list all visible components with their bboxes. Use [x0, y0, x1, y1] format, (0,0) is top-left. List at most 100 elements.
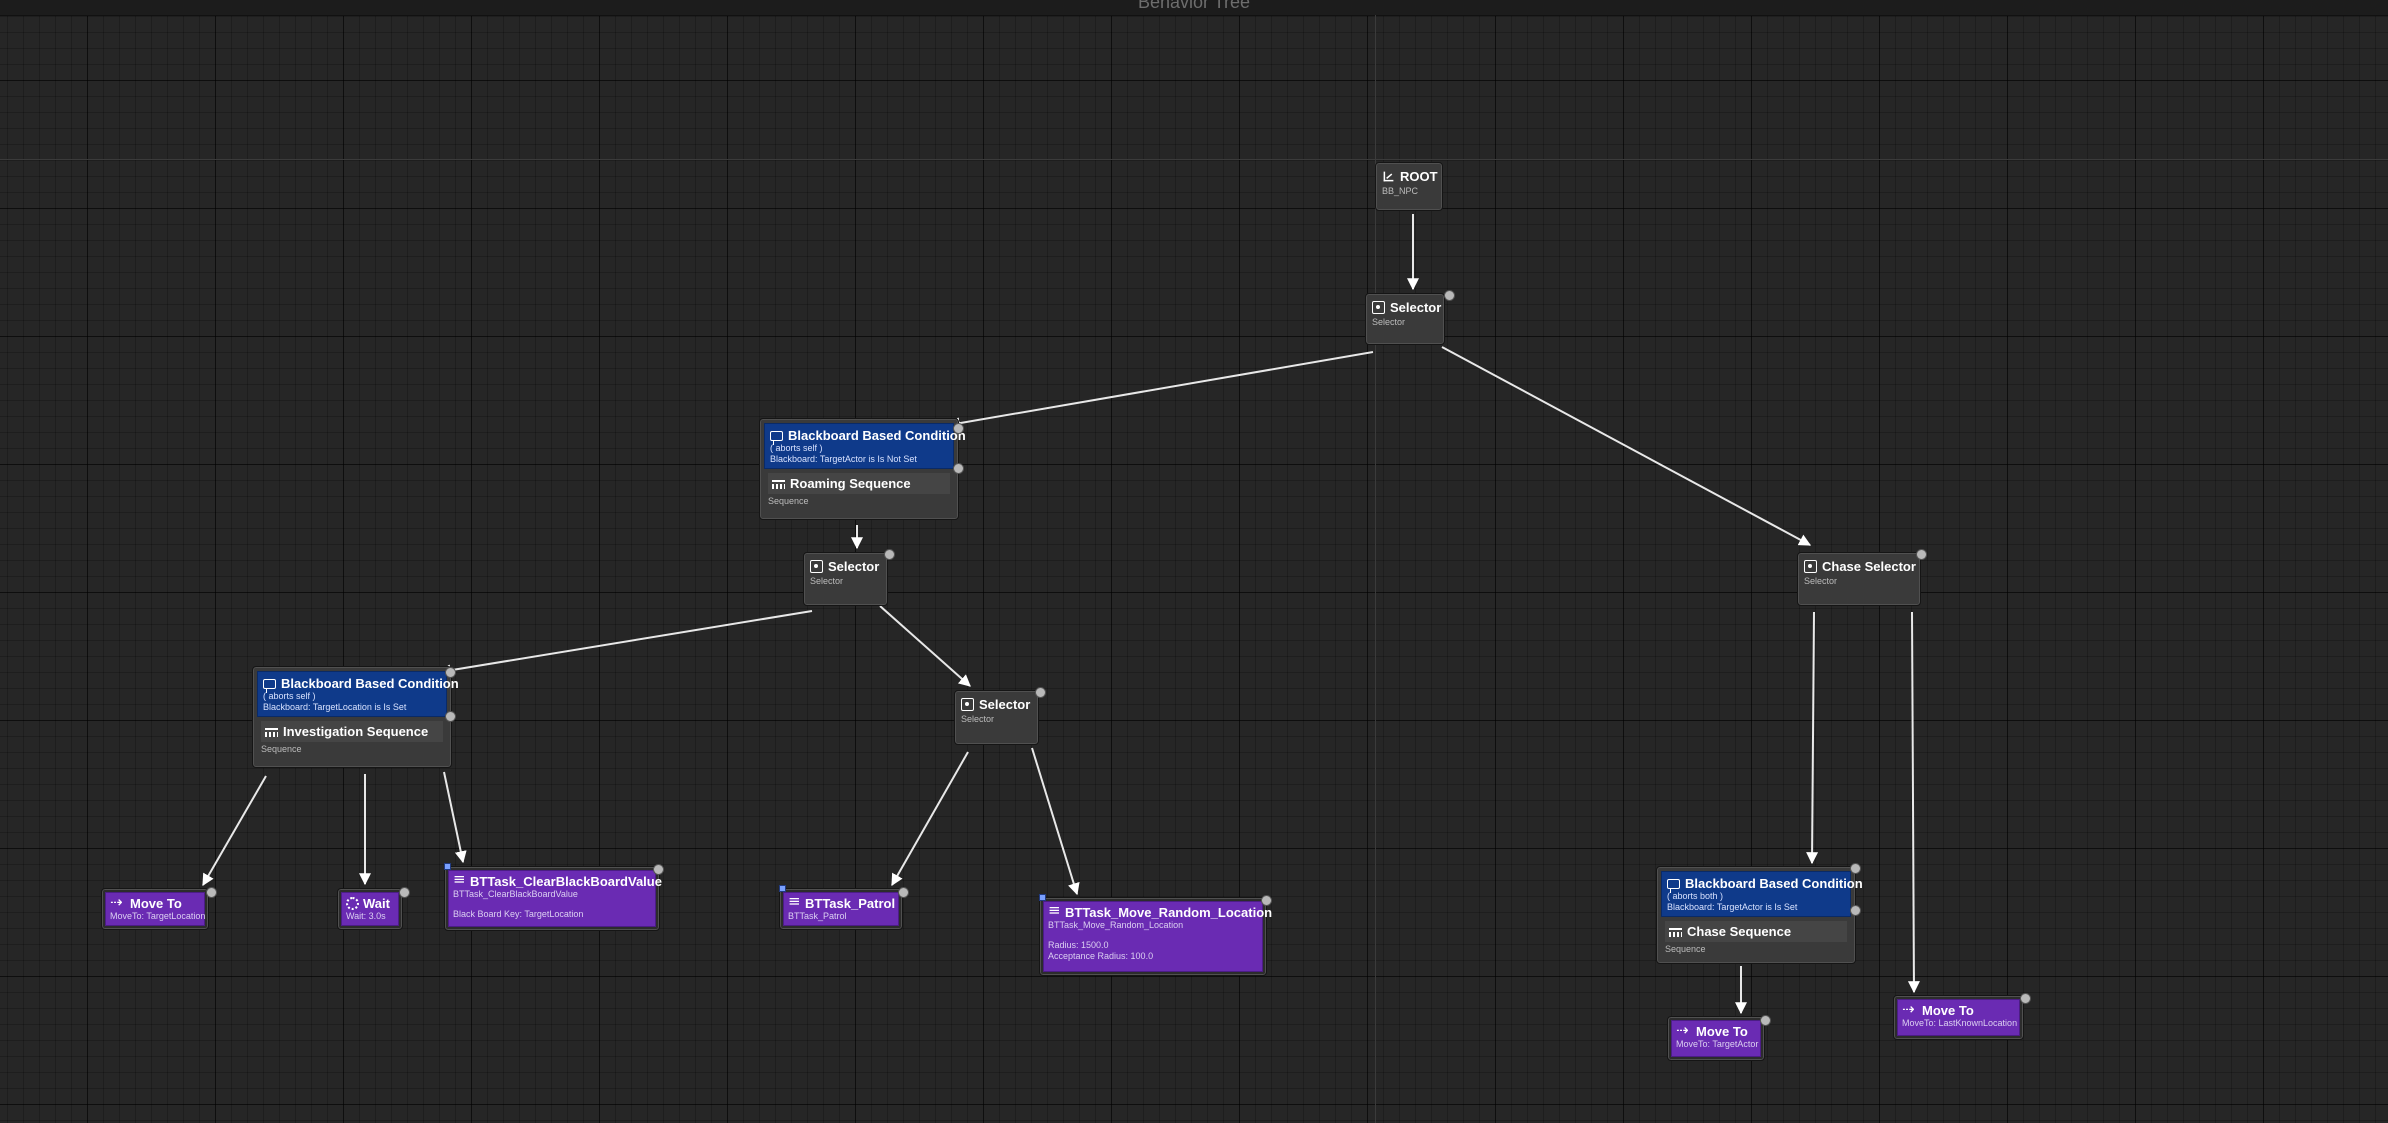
wire-roaming-selector-to-patrol-selector — [879, 605, 971, 687]
decorator-label: Blackboard Based Condition — [788, 428, 966, 443]
task-detail: MoveTo: TargetLocation — [110, 911, 206, 921]
output-pin[interactable] — [1760, 1015, 1771, 1026]
decorator-condition: Blackboard: TargetActor is Is Set — [1667, 902, 1798, 912]
graph-origin-vertical — [1375, 15, 1376, 1123]
decorator-label: Blackboard Based Condition — [1685, 876, 1863, 891]
wire-selector-to-roaming — [947, 351, 1374, 430]
task-detail: MoveTo: TargetActor — [1676, 1039, 1759, 1049]
output-pin[interactable] — [445, 711, 456, 722]
sequence-label: Roaming Sequence — [790, 476, 911, 491]
selector-type: Selector — [1804, 576, 1838, 586]
selector-icon — [1804, 560, 1817, 573]
wire-roaming-selector-to-investigation — [438, 610, 813, 677]
decorator-pin[interactable] — [953, 423, 964, 434]
wire-patrol-selector-to-random — [1031, 747, 1080, 896]
chase-decorator[interactable]: Blackboard Based Condition ( aborts both… — [1661, 871, 1863, 917]
wire-chase-selector-to-last-known — [1907, 611, 1920, 994]
selector-icon — [961, 698, 974, 711]
task-param-radius: Radius: 1500.0 — [1048, 940, 1109, 950]
output-pin[interactable] — [2020, 993, 2031, 1004]
output-pin[interactable] — [884, 549, 895, 560]
selector-label: Selector — [828, 559, 880, 574]
selector-label: Selector — [1390, 300, 1442, 315]
sequence-icon — [265, 728, 278, 737]
task-icon — [453, 870, 466, 888]
output-pin[interactable] — [206, 887, 217, 898]
investigation-sequence-node[interactable]: Blackboard Based Condition ( aborts self… — [252, 666, 459, 768]
task-label: Move To — [1922, 1003, 1974, 1018]
wire-investigation-to-moveto — [202, 775, 267, 887]
task-patrol[interactable]: BTTask_Patrol BTTask_Patrol — [779, 885, 909, 930]
decorator-aborts: ( aborts self ) — [263, 691, 316, 701]
selector-icon — [810, 560, 823, 573]
task-param-acceptance: Acceptance Radius: 100.0 — [1048, 951, 1154, 961]
root-blackboard: BB_NPC — [1382, 186, 1419, 196]
root-label: ROOT — [1400, 169, 1438, 184]
decorator-label: Blackboard Based Condition — [281, 676, 459, 691]
task-icon — [1048, 901, 1061, 919]
selector-label: Chase Selector — [1822, 559, 1916, 574]
root-node[interactable]: ROOT BB_NPC — [1375, 162, 1443, 211]
selector-icon — [1372, 301, 1385, 314]
decorator-icon — [263, 678, 276, 693]
chase-selector-node[interactable]: Chase Selector Selector — [1797, 549, 1927, 606]
task-clear-blackboard-value[interactable]: BTTask_ClearBlackBoardValue BTTask_Clear… — [444, 863, 664, 931]
investigation-decorator[interactable]: Blackboard Based Condition ( aborts self… — [257, 671, 459, 717]
selector-type: Selector — [1372, 317, 1406, 327]
task-label: Move To — [1696, 1024, 1748, 1039]
patrol-selector-node[interactable]: Selector Selector — [954, 687, 1046, 745]
chase-sequence-node[interactable]: Blackboard Based Condition ( aborts both… — [1656, 863, 1863, 964]
wire-patrol-selector-to-patrol — [891, 751, 969, 887]
task-detail: MoveTo: LastKnownLocation — [1902, 1018, 2018, 1028]
decorator-pin[interactable] — [1850, 863, 1861, 874]
selector-type: Selector — [810, 576, 844, 586]
breakpoint-flag — [779, 885, 786, 892]
output-pin[interactable] — [1261, 895, 1272, 906]
decorator-pin[interactable] — [445, 667, 456, 678]
output-pin[interactable] — [953, 463, 964, 474]
sequence-type: Sequence — [1665, 944, 1706, 954]
sequence-icon — [772, 480, 785, 489]
task-move-to-target-location[interactable]: Move To MoveTo: TargetLocation — [101, 887, 217, 930]
task-label: BTTask_Patrol — [805, 896, 896, 911]
output-pin[interactable] — [1916, 549, 1927, 560]
editor-title: Behavior Tree — [1137, 0, 1251, 12]
task-detail: BTTask_Patrol — [788, 911, 847, 921]
wire-investigation-to-clear — [443, 771, 467, 864]
task-detail: BTTask_Move_Random_Location — [1048, 920, 1184, 930]
selector-type: Selector — [961, 714, 995, 724]
decorator-aborts: ( aborts self ) — [770, 443, 823, 453]
output-pin[interactable] — [399, 887, 410, 898]
output-pin[interactable] — [1035, 687, 1046, 698]
roaming-sequence-node[interactable]: Blackboard Based Condition ( aborts self… — [759, 418, 966, 520]
task-detail: BTTask_ClearBlackBoardValue — [453, 889, 578, 899]
task-wait[interactable]: Wait Wait: 3.0s — [337, 887, 410, 930]
decorator-condition: Blackboard: TargetActor is Is Not Set — [770, 454, 917, 464]
decorator-icon — [770, 430, 783, 445]
task-move-random-location[interactable]: BTTask_Move_Random_Location BTTask_Move_… — [1039, 894, 1272, 976]
sequence-label: Chase Sequence — [1687, 924, 1792, 939]
root-icon — [1383, 171, 1394, 182]
breakpoint-flag — [444, 863, 451, 870]
wire-selector-to-chase — [1441, 346, 1812, 546]
output-pin[interactable] — [1850, 905, 1861, 916]
top-selector-node[interactable]: Selector Selector — [1365, 290, 1455, 345]
sequence-label: Investigation Sequence — [283, 724, 429, 739]
breakpoint-flag — [1039, 894, 1046, 901]
output-pin[interactable] — [898, 887, 909, 898]
roaming-decorator[interactable]: Blackboard Based Condition ( aborts self… — [764, 423, 966, 469]
editor-title-bar: Behavior Tree — [0, 0, 2388, 16]
task-label: BTTask_Move_Random_Location — [1065, 905, 1273, 920]
task-move-to-last-known-location[interactable]: Move To MoveTo: LastKnownLocation — [1893, 993, 2031, 1040]
task-icon — [788, 892, 801, 910]
output-pin[interactable] — [1444, 290, 1455, 301]
roaming-selector-node[interactable]: Selector Selector — [803, 549, 895, 606]
task-move-to-target-actor[interactable]: Move To MoveTo: TargetActor — [1667, 1015, 1771, 1061]
task-param-key: Black Board Key: TargetLocation — [453, 909, 584, 919]
wait-icon — [346, 897, 359, 910]
decorator-icon — [1667, 878, 1680, 893]
selector-label: Selector — [979, 697, 1031, 712]
move-to-icon — [1676, 1021, 1692, 1039]
output-pin[interactable] — [653, 864, 664, 875]
